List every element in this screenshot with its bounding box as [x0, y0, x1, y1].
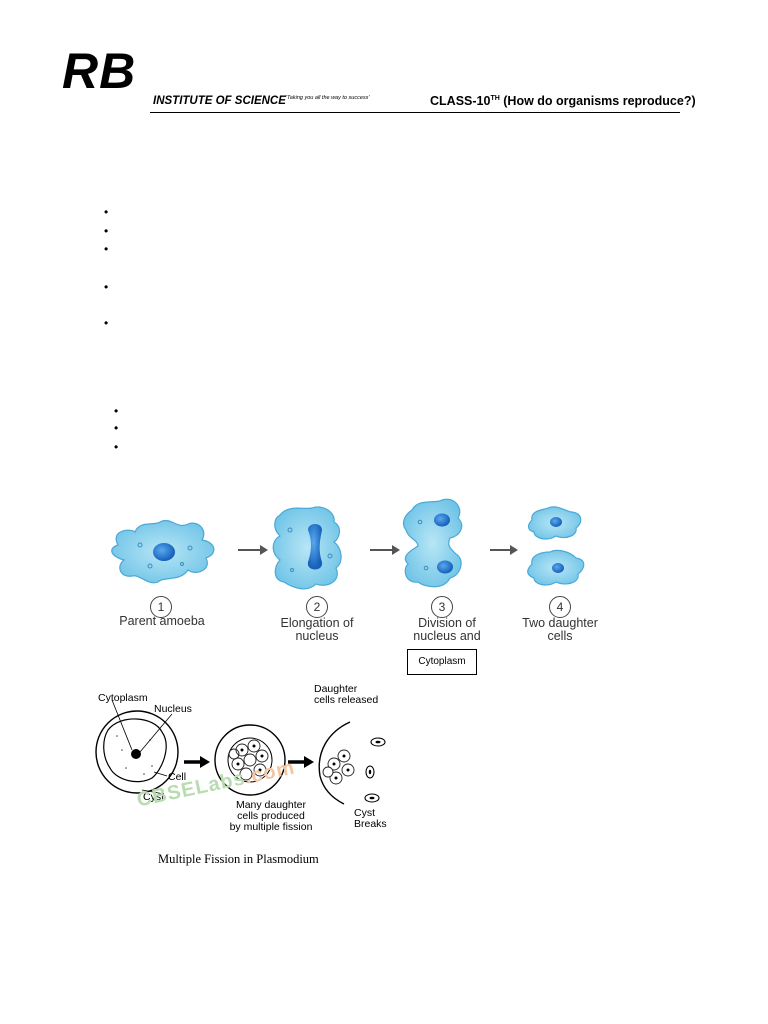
- label-cyst-breaks-line2: Breaks: [354, 818, 387, 831]
- step-label-3-line2: nucleus and: [413, 629, 481, 644]
- step-label-4-line1: Two daughter: [522, 616, 598, 630]
- plasmodium-fission-diagram: [95, 699, 386, 805]
- bullet: •: [104, 316, 109, 330]
- label-cyst: Cyst: [143, 791, 164, 803]
- step-number-3: 3: [431, 596, 453, 618]
- step-label-1: Parent amoeba: [102, 614, 222, 628]
- class-topic: (How do organisms reproduce?): [499, 94, 696, 108]
- daughter-amoebae: [527, 506, 585, 586]
- arrow-right-2: [288, 756, 314, 768]
- institute-name: INSTITUTE OF SCIENCE'Taking you all the …: [153, 95, 369, 107]
- dividing-plasmodium: [214, 724, 286, 796]
- elongating-amoeba: [272, 506, 342, 590]
- header-rule: [150, 112, 680, 113]
- tagline: 'Taking you all the way to success': [285, 95, 370, 102]
- bullet: •: [104, 205, 109, 219]
- step-number-2: 2: [306, 596, 328, 618]
- bullet: •: [104, 242, 109, 256]
- step-number-1: 1: [150, 596, 172, 618]
- multiple-fission-title: Multiple Fission in Plasmodium: [158, 852, 319, 866]
- step-label-4-line2: cells: [547, 629, 573, 644]
- arrow-right-1: [184, 756, 210, 768]
- bullet: •: [104, 280, 109, 294]
- label-cyst-breaks-line1: Cyst: [354, 807, 375, 819]
- label-nucleus: Nucleus: [154, 703, 192, 715]
- broken-cyst: [318, 721, 386, 805]
- step-label-3-line1: Division of: [418, 616, 476, 630]
- logo: RB: [62, 43, 137, 99]
- bullet: •: [104, 224, 109, 238]
- label-daughter-released-line1: Daughter: [314, 683, 358, 695]
- bullet: •: [114, 440, 119, 454]
- bullet: •: [114, 404, 119, 418]
- step-number-4: 4: [549, 596, 571, 618]
- cytoplasm-box: Cytoplasm: [407, 649, 477, 675]
- label-daughter-released-line2: cells released: [314, 694, 379, 707]
- bullet: •: [114, 421, 119, 435]
- class-sup: TH: [490, 94, 500, 102]
- arrow-1: [238, 545, 268, 555]
- label-cytoplasm: Cytoplasm: [98, 692, 148, 704]
- step-label-1-line1: Parent amoeba: [119, 614, 205, 628]
- label-many-daughter-line2: cells produced: [237, 810, 305, 823]
- arrow-3: [490, 545, 518, 555]
- institute-title: INSTITUTE OF SCIENCE: [153, 95, 286, 107]
- dividing-amoeba: [402, 498, 463, 588]
- label-many-daughter-line3: by multiple fission: [229, 821, 313, 834]
- amoeba-fission-diagram: [111, 498, 585, 590]
- class-prefix: CLASS-10: [430, 94, 491, 108]
- step-label-2-line2: nucleus: [295, 629, 339, 644]
- plasmodium-cyst: [95, 699, 179, 795]
- parent-amoeba: [111, 520, 215, 584]
- step-label-2-line1: Elongation of: [280, 616, 354, 630]
- label-cell: Cell: [168, 771, 187, 783]
- class-heading: CLASS-10TH (How do organisms reproduce?): [430, 94, 696, 108]
- arrow-2: [370, 545, 400, 555]
- label-many-daughter-line1: Many daughter: [235, 799, 307, 811]
